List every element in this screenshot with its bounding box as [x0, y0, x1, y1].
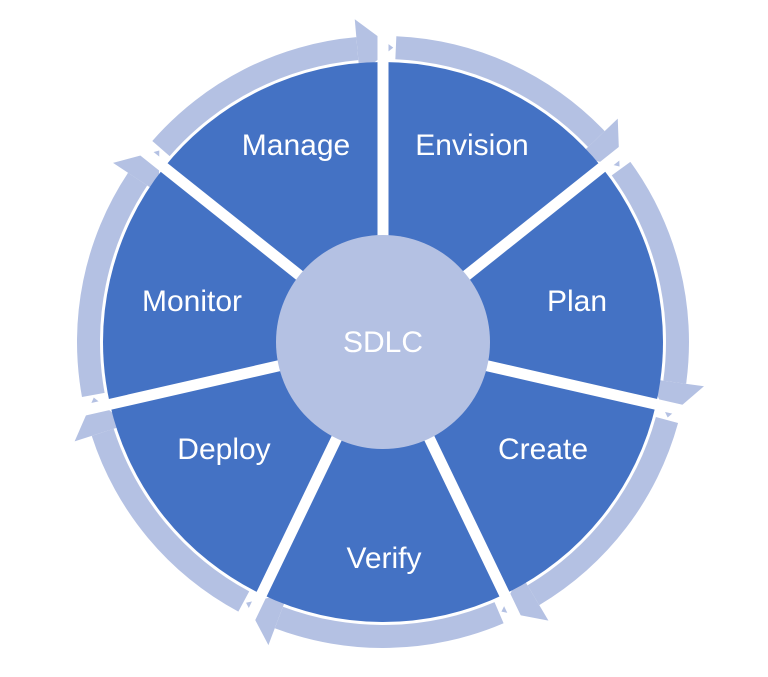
- center-hub: [276, 235, 490, 449]
- ring-arc: [395, 36, 605, 147]
- ring-arrowhead: [354, 19, 394, 75]
- phase-label-envision: Envision: [415, 129, 528, 162]
- ring-arc: [527, 416, 679, 606]
- phase-label-verify: Verify: [346, 542, 421, 575]
- ring-arc: [77, 172, 148, 398]
- ring-arrowhead: [649, 378, 704, 418]
- phase-label-monitor: Monitor: [142, 285, 242, 318]
- phase-label-deploy: Deploy: [177, 433, 270, 466]
- phase-label-plan: Plan: [547, 285, 607, 318]
- ring-arc: [152, 37, 359, 157]
- ring-arc: [274, 602, 504, 648]
- phase-label-manage: Manage: [242, 129, 350, 162]
- center-label: SDLC: [343, 326, 423, 359]
- ring-arc: [91, 428, 250, 612]
- phase-segment-verify: [261, 342, 505, 622]
- ring-arrowhead: [74, 397, 127, 442]
- cycle-arrow-ring: [74, 19, 704, 648]
- ring-arc: [611, 161, 689, 384]
- phase-label-create: Create: [498, 433, 588, 466]
